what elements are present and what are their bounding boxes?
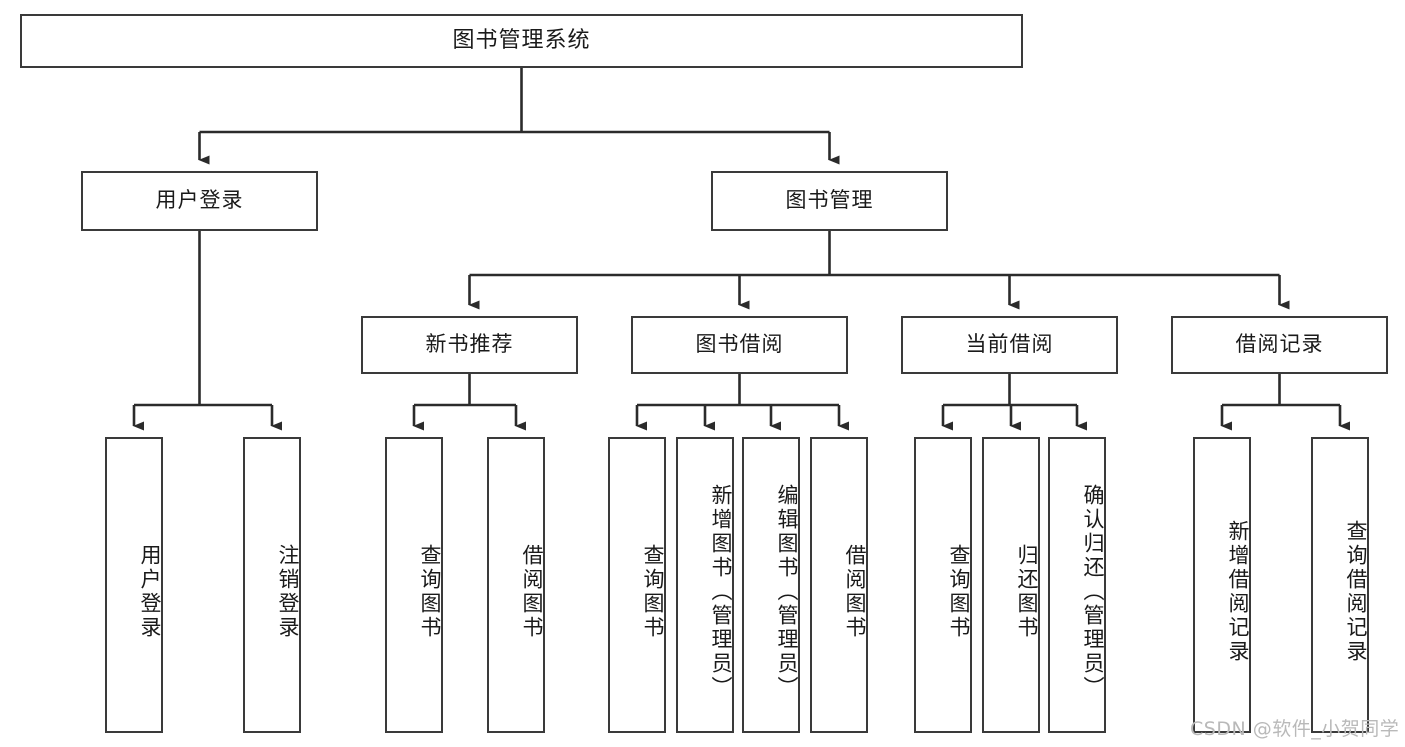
node-l1a[interactable]: 用户登录 [81,171,318,231]
node-l3a2[interactable]: 注销登录 [243,437,301,733]
node-label: 归还图书 [1015,544,1039,640]
node-label: 当前借阅 [965,332,1054,357]
node-l3e1[interactable]: 新增借阅记录 [1193,437,1251,733]
node-l3c2[interactable]: 新增图书（管理员） [676,437,734,733]
node-label: 新增借阅记录 [1226,520,1250,664]
node-l3c3[interactable]: 编辑图书（管理员） [742,437,800,733]
node-l3d2[interactable]: 归还图书 [982,437,1040,733]
node-label: 新增图书（管理员） [709,484,733,700]
node-label: 查询图书 [418,544,442,640]
node-label: 注销登录 [276,544,300,640]
node-l3b2[interactable]: 借阅图书 [487,437,545,733]
node-label: 用户登录 [138,544,162,640]
node-label: 查询图书 [641,544,665,640]
node-label: 借阅图书 [843,544,867,640]
node-label: 查询图书 [947,544,971,640]
node-label: 图书管理 [785,188,874,213]
node-label: 确认归还（管理员） [1081,484,1105,700]
node-l2d[interactable]: 借阅记录 [1171,316,1388,374]
node-l3c1[interactable]: 查询图书 [608,437,666,733]
node-label: 图书借阅 [695,332,784,357]
node-l3d1[interactable]: 查询图书 [914,437,972,733]
node-label: 编辑图书（管理员） [775,484,799,700]
node-l1b[interactable]: 图书管理 [711,171,948,231]
node-label: 借阅图书 [520,544,544,640]
node-l3c4[interactable]: 借阅图书 [810,437,868,733]
node-l2b[interactable]: 图书借阅 [631,316,848,374]
node-label: 用户登录 [155,188,244,213]
node-label: 新书推荐 [425,332,514,357]
node-root[interactable]: 图书管理系统 [20,14,1023,68]
node-l3e2[interactable]: 查询借阅记录 [1311,437,1369,733]
node-l3d3[interactable]: 确认归还（管理员） [1048,437,1106,733]
node-l2c[interactable]: 当前借阅 [901,316,1118,374]
node-l3a1[interactable]: 用户登录 [105,437,163,733]
node-label: 借阅记录 [1235,332,1324,357]
node-label: 图书管理系统 [452,27,591,53]
node-label: 查询借阅记录 [1344,520,1368,664]
csdn-watermark: CSDN @软件_小贺同学 [1190,718,1400,740]
node-l3b1[interactable]: 查询图书 [385,437,443,733]
node-l2a[interactable]: 新书推荐 [361,316,578,374]
